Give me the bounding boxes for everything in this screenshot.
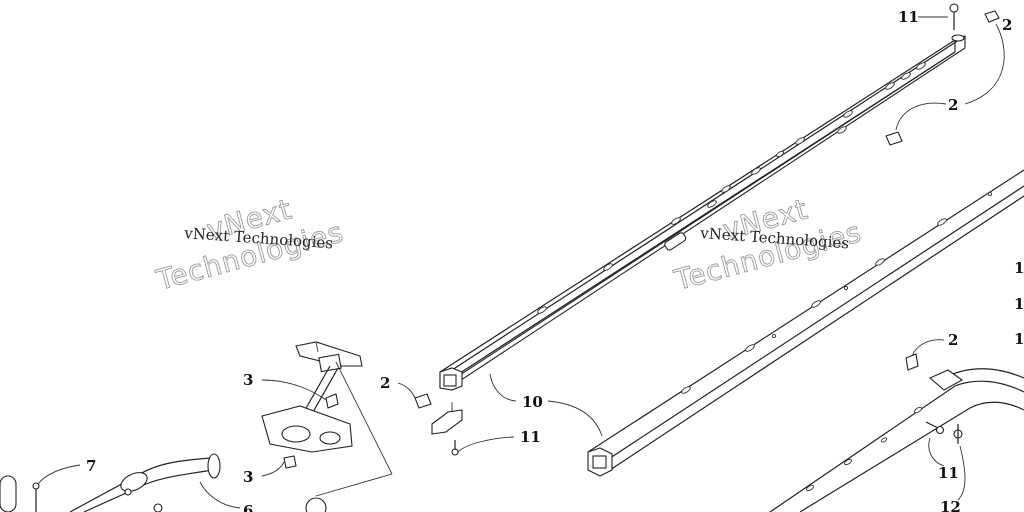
callout-11-top: 11 [898, 8, 919, 26]
callout-2-right: 2 [948, 331, 958, 349]
callout-14: 14 [1014, 259, 1024, 277]
upper-rail [439, 34, 966, 391]
callout-2-left: 2 [380, 374, 390, 392]
stand-assembly [261, 341, 393, 512]
handle-assembly [0, 453, 221, 512]
leader-lines [37, 16, 1005, 509]
callout-15: 15 [1014, 295, 1024, 313]
callout-11-left: 11 [520, 428, 541, 446]
callout-2-top: 2 [1002, 16, 1012, 34]
callout-labels: 11 2 2 2 10 11 3 3 7 6 2 11 12 14 15 16 [86, 8, 1024, 512]
callout-6: 6 [243, 502, 253, 512]
lower-rail [587, 169, 1024, 477]
watermark-left: vNext Technologies vNext Technologies [152, 192, 348, 298]
watermark-right: vNext Technologies vNext Technologies [670, 192, 866, 298]
callout-7: 7 [86, 457, 96, 475]
callout-2-mid: 2 [948, 96, 958, 114]
callout-3-upper: 3 [243, 371, 253, 389]
callout-11-right: 11 [938, 464, 959, 482]
callout-3-lower: 3 [243, 468, 253, 486]
callout-10: 10 [522, 393, 543, 411]
callout-16: 16 [1014, 330, 1024, 348]
curved-frame [769, 368, 1024, 512]
callout-12: 12 [940, 498, 961, 512]
fasteners [414, 3, 1000, 456]
